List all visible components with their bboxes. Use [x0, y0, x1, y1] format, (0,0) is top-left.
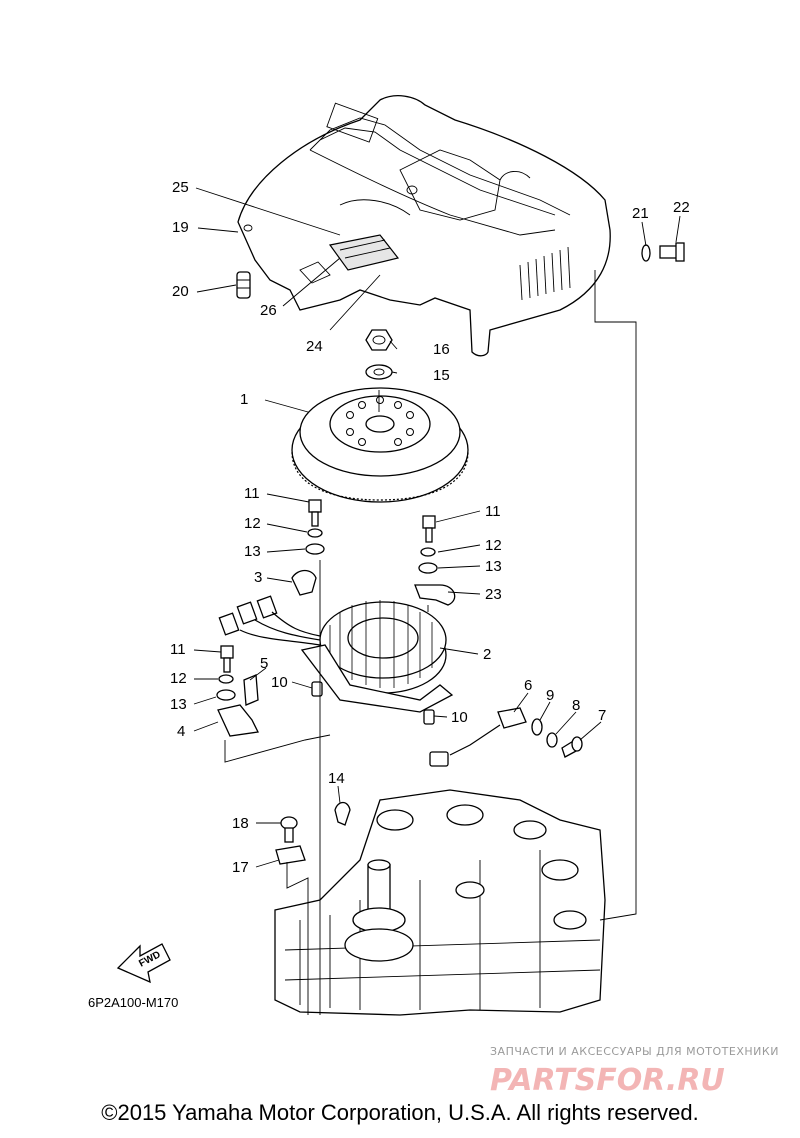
watermark: ЗАПЧАСТИ И АКСЕССУАРЫ ДЛЯ МОТОТЕХНИКИ PA…	[490, 1045, 779, 1098]
small-parts	[216, 242, 685, 865]
callout-4: 4	[177, 723, 185, 740]
callout-18: 18	[232, 815, 249, 832]
copyright-notice: ©2015 Yamaha Motor Corporation, U.S.A. A…	[101, 1100, 699, 1125]
callout-14: 14	[328, 770, 345, 787]
diagram-code: 6P2A100-M170	[88, 995, 178, 1010]
callout-25: 25	[172, 179, 189, 196]
stator-assembly	[218, 595, 454, 713]
fwd-arrow-icon: FWD	[116, 943, 171, 984]
callout-22: 22	[673, 199, 690, 216]
watermark-brand: PARTSFOR.RU	[490, 1063, 725, 1098]
callout-5: 5	[260, 655, 268, 672]
callout-26: 26	[260, 302, 277, 319]
callout-12b: 12	[485, 537, 502, 554]
callout-1: 1	[240, 391, 248, 408]
callout-23: 23	[485, 586, 502, 603]
callout-10a: 10	[271, 674, 288, 691]
callout-7: 7	[598, 707, 606, 724]
callout-labels: 25 19 20 26 24 21 22 16 15 1 11 12 13 3 …	[170, 179, 690, 876]
callout-6: 6	[524, 677, 532, 694]
callout-20: 20	[172, 283, 189, 300]
callout-3: 3	[254, 569, 262, 586]
callout-17: 17	[232, 859, 249, 876]
callout-13c: 13	[170, 696, 187, 713]
callout-11b: 11	[485, 503, 501, 520]
callout-13b: 13	[485, 558, 502, 575]
callout-11a: 11	[244, 485, 260, 502]
callout-11c: 11	[170, 641, 186, 658]
callout-24: 24	[306, 338, 323, 355]
callout-2: 2	[483, 646, 491, 663]
flywheel-magneto	[291, 387, 469, 503]
callout-12a: 12	[244, 515, 261, 532]
callout-16: 16	[433, 341, 450, 358]
callout-21: 21	[632, 205, 649, 222]
callout-10b: 10	[451, 709, 468, 726]
callout-12c: 12	[170, 670, 187, 687]
watermark-tagline: ЗАПЧАСТИ И АКСЕССУАРЫ ДЛЯ МОТОТЕХНИКИ	[490, 1045, 779, 1058]
callout-8: 8	[572, 697, 580, 714]
callout-15: 15	[433, 367, 450, 384]
callout-19: 19	[172, 219, 189, 236]
callout-9: 9	[546, 687, 554, 704]
engine-block	[274, 789, 606, 1016]
flywheel-cover	[237, 95, 611, 357]
leader-lines	[193, 187, 681, 1015]
callout-13a: 13	[244, 543, 261, 560]
